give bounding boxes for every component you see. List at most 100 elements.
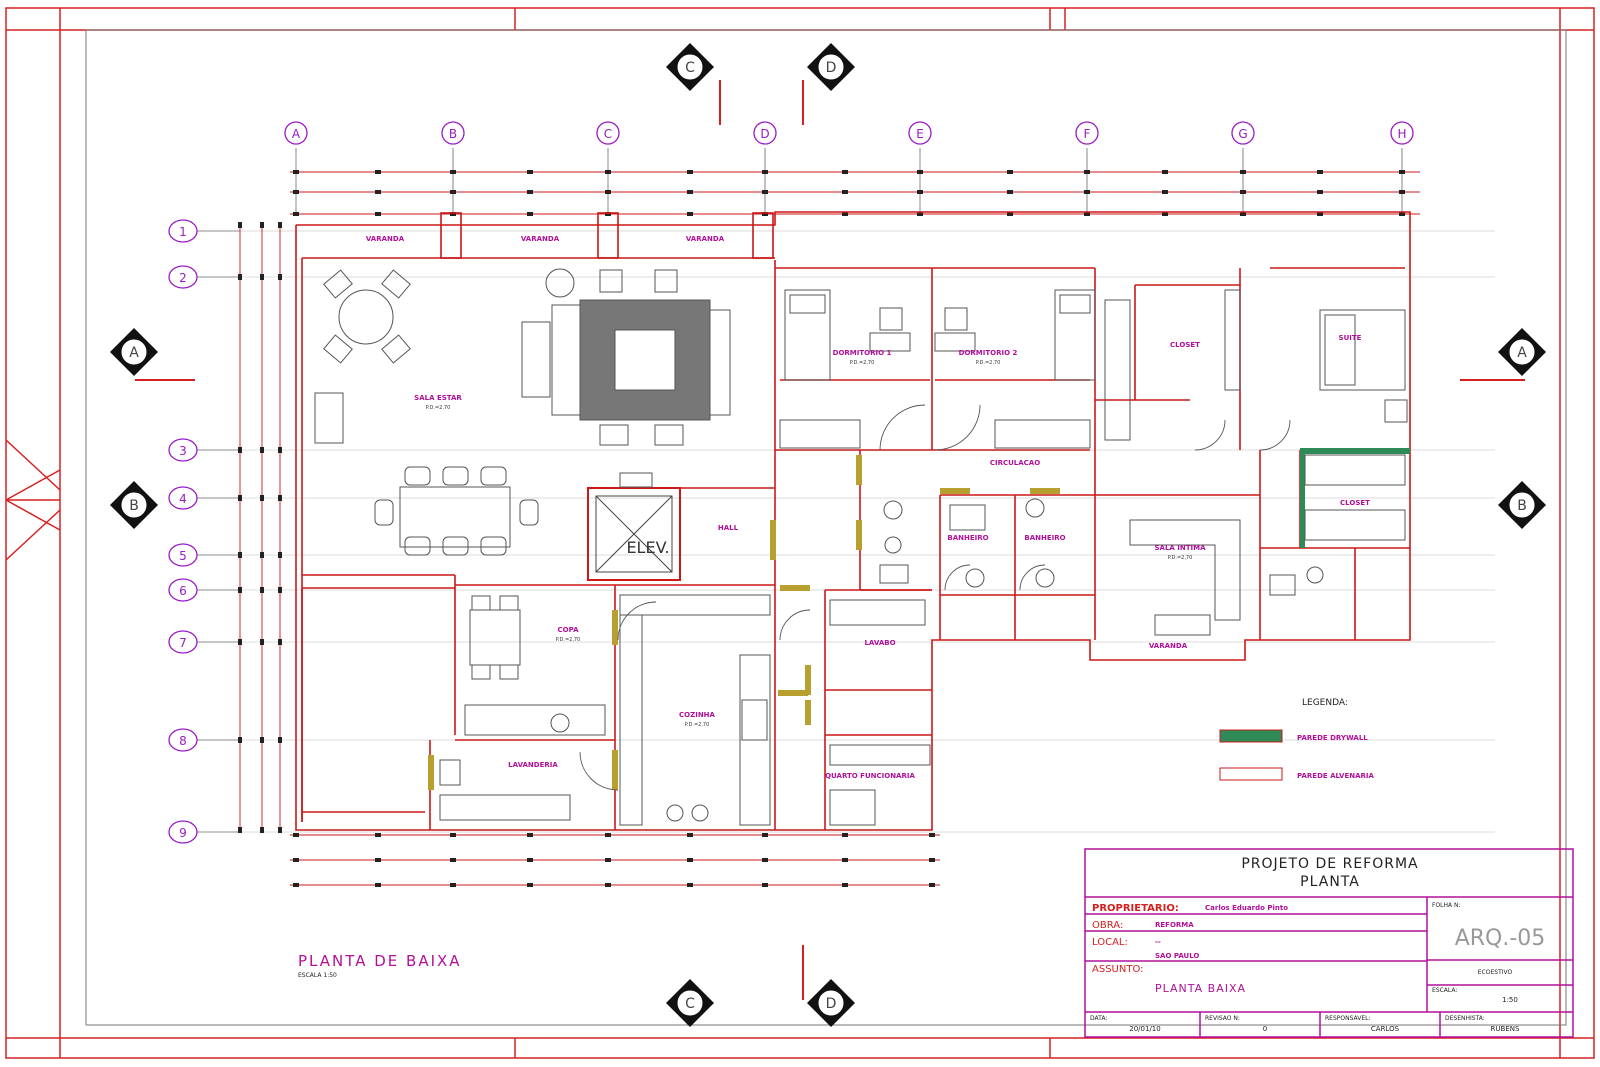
local-value: -- (1155, 938, 1161, 946)
room-label-varanda-1: VARANDA (366, 235, 405, 243)
section-mark-right-A: A (1498, 328, 1546, 376)
project-title: PROJETO DE REFORMA (1241, 856, 1418, 872)
room-label-banheiro-1: BANHEIRO (947, 534, 988, 542)
sheet-number: ARQ.-05 (1455, 926, 1546, 951)
column-axis-bubble-G (1231, 121, 1255, 145)
responsavel-label: RESPONSAVEL: (1325, 1015, 1371, 1022)
column-axis-bubble-F (1075, 121, 1099, 145)
svg-text:D: D (826, 996, 837, 1012)
svg-text:P.D.=2,70: P.D.=2,70 (850, 360, 875, 366)
svg-text:C: C (685, 60, 695, 76)
elevator-label: ELEV. (626, 538, 669, 557)
row-axis-label-3: 3 (179, 444, 187, 458)
svg-text:A: A (1517, 345, 1527, 361)
column-axis-label-B: B (449, 127, 457, 141)
room-label-dormitorio-2: DORMITORIO 2 (959, 349, 1018, 357)
plan-title: PLANTA DE BAIXA (298, 952, 462, 970)
svg-text:P.D.=2,70: P.D.=2,70 (556, 637, 581, 643)
local-label: LOCAL: (1092, 937, 1128, 948)
row-axis-label-2: 2 (179, 271, 187, 285)
section-mark-right-B: B (1498, 481, 1546, 529)
svg-text:A: A (129, 345, 139, 361)
svg-text:P.D.=2,70: P.D.=2,70 (1168, 555, 1193, 561)
section-lines (135, 80, 1525, 1000)
door-frames (428, 455, 1060, 790)
room-label-lavanderia: LAVANDERIA (508, 761, 558, 769)
column-axis-label-E: E (916, 127, 924, 141)
room-label-copa: COPA (558, 626, 580, 634)
room-label-circulacao: CIRCULACAO (990, 459, 1040, 467)
plan-scale: ESCALA 1:50 (298, 972, 337, 979)
legend-swatch-drywall (1219, 729, 1283, 743)
section-markers: C D C D A B A B (110, 43, 1546, 1027)
room-area-notes: P.D.=2,70 P.D.=2,70 P.D.=2,70 P.D.=2,70 … (426, 360, 1193, 728)
svg-text:D: D (826, 60, 837, 76)
legend-label-drywall: PAREDE DRYWALL (1297, 734, 1368, 742)
column-axis-bubble-E (908, 121, 932, 145)
obra-value: REFORMA (1155, 921, 1194, 929)
escala-value: 1:50 (1502, 996, 1518, 1004)
proprietario-value: Carlos Eduardo Pinto (1205, 904, 1288, 912)
column-axis-label-C: C (604, 127, 612, 141)
row-axis-label-9: 9 (179, 826, 187, 840)
column-axis-label-H: H (1397, 127, 1406, 141)
room-label-banheiro-2: BANHEIRO (1024, 534, 1065, 542)
column-axis-bubble-D (753, 121, 777, 145)
room-label-varanda-3: VARANDA (686, 235, 725, 243)
row-axis-bubble-1 (168, 219, 198, 243)
column-axis-label-F: F (1084, 127, 1091, 141)
room-label-quarto-funcionaria: QUARTO FUNCIONARIA (825, 772, 915, 780)
title-block (1084, 848, 1574, 1038)
room-label-varanda-2: VARANDA (521, 235, 560, 243)
assunto-value: PLANTA BAIXA (1155, 982, 1246, 995)
row-axis-label-6: 6 (179, 584, 187, 598)
proprietario-label: PROPRIETARIO: (1092, 903, 1179, 914)
room-label-lavabo: LAVABO (864, 639, 895, 647)
inner-frame (85, 29, 1567, 1026)
obra-label: OBRA: (1092, 920, 1123, 931)
room-label-cozinha: COZINHA (679, 711, 715, 719)
row-axis-bubble-9 (168, 820, 198, 844)
column-axis-label-A: A (292, 127, 301, 141)
room-label-sala-intima: SALA INTIMA (1155, 544, 1207, 552)
room-label-hall: HALL (718, 524, 739, 532)
room-label-sala-estar: SALA ESTAR (414, 394, 462, 402)
row-axis-bubble-8 (168, 728, 198, 752)
column-axis-label-G: G (1238, 127, 1247, 141)
door-swings (579, 404, 1291, 791)
responsavel-value: CARLOS (1371, 1025, 1400, 1033)
row-axis-label-7: 7 (179, 636, 187, 650)
section-mark-left-A: A (110, 328, 158, 376)
row-axis-bubble-3 (168, 438, 198, 462)
section-mark-top-D: D (807, 43, 855, 91)
dimension-lines (239, 171, 1420, 886)
elevator-cross (595, 495, 673, 573)
legend-label-alvenaria: PAREDE ALVENARIA (1297, 772, 1374, 780)
room-labels: VARANDA VARANDA VARANDA SALA ESTAR DORMI… (366, 235, 1370, 780)
row-axis-bubble-5 (168, 543, 198, 567)
data-label: DATA: (1090, 1015, 1107, 1022)
row-axis-bubble-6 (168, 578, 198, 602)
row-axis-bubble-2 (168, 265, 198, 289)
data-value: 20/01/10 (1129, 1025, 1160, 1033)
revisao-value: 0 (1263, 1025, 1267, 1033)
room-label-closet-2: CLOSET (1340, 499, 1370, 507)
row-axis-label-8: 8 (179, 734, 187, 748)
legend: LEGENDA: PAREDE DRYWALL PAREDE ALVENARIA (1219, 698, 1374, 781)
svg-text:P.D.=2,70: P.D.=2,70 (976, 360, 1001, 366)
column-axis-bubble-B (441, 121, 465, 145)
title-block-text: PROJETO DE REFORMA PLANTA PROPRIETARIO: … (1090, 856, 1545, 1033)
room-label-varanda-4: VARANDA (1149, 642, 1188, 650)
desenhista-value: RUBENS (1491, 1025, 1520, 1033)
svg-text:P.D.=2,70: P.D.=2,70 (685, 722, 710, 728)
revisao-label: REVISAO N: (1205, 1015, 1240, 1022)
dimension-ticks (238, 170, 1405, 887)
room-label-suite: SUITE (1339, 334, 1362, 342)
column-axis-bubble-H (1390, 121, 1414, 145)
room-label-dormitorio-1: DORMITORIO 1 (833, 349, 892, 357)
room-label-closet: CLOSET (1170, 341, 1200, 349)
row-axis-bubble-7 (168, 630, 198, 654)
